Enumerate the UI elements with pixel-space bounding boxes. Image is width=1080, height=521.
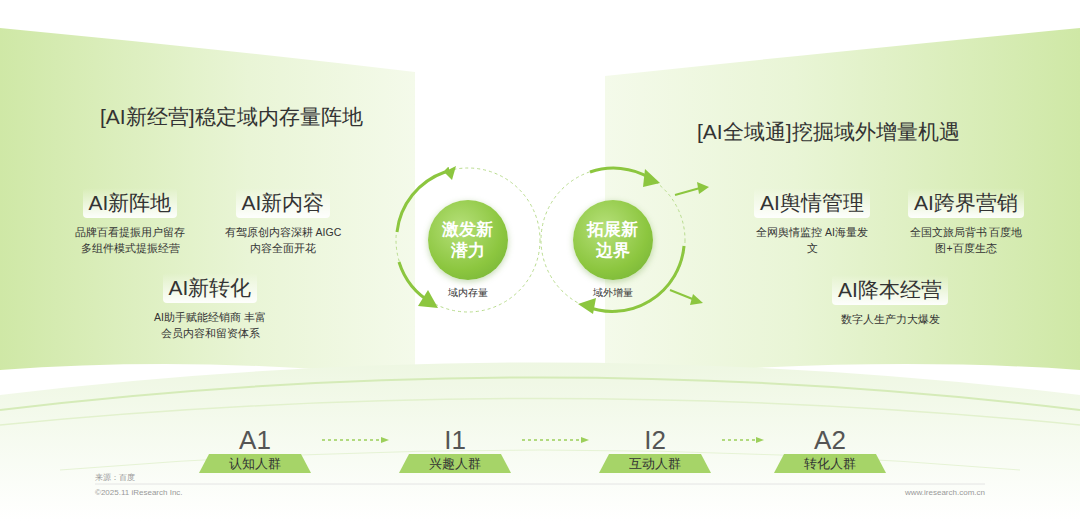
funnel-stage: A2 转化人群 (765, 426, 895, 473)
core-circle: 激发新潜力域内存量 (428, 200, 508, 280)
feature-body: 有驾原创内容深耕 AIGC内容全面开花 (223, 224, 343, 256)
panel-region: [AI新经营]稳定域内存量阵地 AI新阵地品牌百看提振用户留存 多组件模式提振经营… (0, 20, 440, 365)
circle-label: 拓展新边界 (586, 219, 640, 261)
footer-note: www.iresearch.com.cn (905, 488, 985, 497)
feature-heading: AI新转化 (163, 273, 258, 303)
feature-item: AI新内容有驾原创内容深耕 AIGC内容全面开花 (198, 188, 368, 256)
feature-body: 全网舆情监控 AI海量发文 (752, 224, 872, 256)
circle-caption: 域内存量 (418, 286, 518, 300)
feature-item: AI新阵地品牌百看提振用户留存 多组件模式提振经营 (45, 188, 215, 256)
stage-band: 兴趣人群 (399, 454, 511, 473)
feature-body: 全国文旅局背书 百度地图+百度生态 (906, 224, 1026, 256)
footer-note: 来源：百度 (95, 472, 135, 483)
stage-label: 认知人群 (229, 456, 281, 471)
feature-body: AI助手赋能经销商 丰富会员内容和留资体系 (150, 309, 270, 341)
stage-letter: A1 (190, 426, 320, 454)
stage-label: 兴趣人群 (429, 456, 481, 471)
feature-item: AI降本经营数字人生产力大爆发 (805, 275, 975, 327)
footer-note: ©2025.11 iResearch Inc. (95, 488, 183, 497)
feature-heading: AI降本经营 (832, 275, 948, 305)
flow-arrow (322, 439, 388, 441)
stage-letter: A2 (765, 426, 895, 454)
stage-band: 认知人群 (199, 454, 311, 473)
stage-band: 互动人群 (599, 454, 711, 473)
flow-arrow (722, 439, 763, 441)
funnel-stage: I1 兴趣人群 (390, 426, 520, 473)
circle-center: 激发新潜力 (428, 200, 508, 280)
feature-item: AI跨界营销全国文旅局背书 百度地图+百度生态 (881, 188, 1051, 256)
feature-body: 数字人生产力大爆发 (830, 311, 950, 327)
core-circle: 拓展新边界域外增量 (573, 200, 653, 280)
feature-item: AI舆情管理全网舆情监控 AI海量发文 (727, 188, 897, 256)
circle-caption: 域外增量 (563, 286, 663, 300)
feature-body: 品牌百看提振用户留存 多组件模式提振经营 (70, 224, 190, 256)
stage-letter: I1 (390, 426, 520, 454)
stage-letter: I2 (590, 426, 720, 454)
panel-title: [AI全域通]挖掘域外增量机遇 (697, 118, 960, 146)
feature-heading: AI新阵地 (83, 188, 178, 218)
feature-item: AI新转化 AI助手赋能经销商 丰富会员内容和留资体系 (125, 273, 295, 341)
panel-region: [AI全域通]挖掘域外增量机遇AI舆情管理全网舆情监控 AI海量发文AI跨界营销… (620, 20, 1080, 365)
panel-title: [AI新经营]稳定域内存量阵地 (100, 103, 363, 131)
stage-band: 转化人群 (774, 454, 886, 473)
stage-label: 互动人群 (629, 456, 681, 471)
circle-label: 激发新潜力 (441, 219, 495, 261)
funnel-stage: A1 认知人群 (190, 426, 320, 473)
funnel-stage: I2 互动人群 (590, 426, 720, 473)
feature-heading: AI舆情管理 (754, 188, 870, 218)
flow-arrow (522, 439, 588, 441)
circle-center: 拓展新边界 (573, 200, 653, 280)
stage-label: 转化人群 (804, 456, 856, 471)
feature-heading: AI跨界营销 (908, 188, 1024, 218)
feature-heading: AI新内容 (236, 188, 331, 218)
